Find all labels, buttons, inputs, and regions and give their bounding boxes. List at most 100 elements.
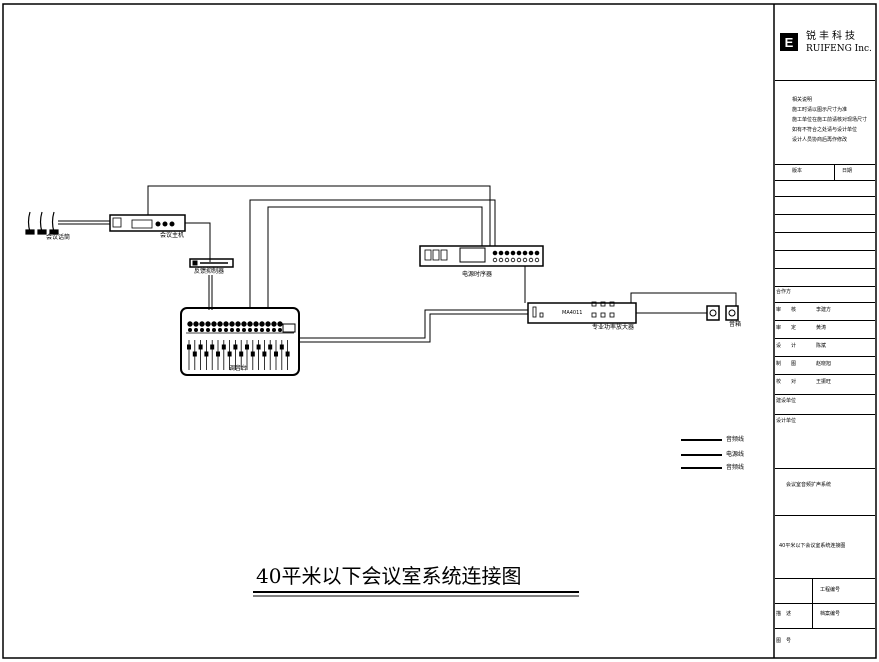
conference-microphones bbox=[25, 211, 59, 235]
mixer-fader-knob bbox=[268, 344, 273, 350]
mixer-knob-icon bbox=[247, 321, 253, 327]
outlet-icon bbox=[534, 250, 540, 256]
power-sequencer-label: 电源时序器 bbox=[462, 271, 493, 278]
rev-header-left: 版本 bbox=[792, 168, 803, 174]
role-label: 校 对 bbox=[776, 379, 797, 385]
tb-rule bbox=[775, 578, 875, 579]
tb-rule bbox=[775, 468, 875, 469]
role-name: 陈斌 bbox=[816, 343, 827, 349]
mixer-knob-icon bbox=[229, 321, 235, 327]
tb-rule bbox=[775, 214, 875, 215]
outlet-icon bbox=[510, 257, 516, 263]
tb-rule bbox=[775, 268, 875, 269]
mixer-knob-icon bbox=[265, 321, 271, 327]
mixer-knob-icon bbox=[259, 321, 265, 327]
tb-rule bbox=[775, 356, 875, 357]
client-label: 建设单位 bbox=[776, 398, 797, 404]
diagram-title: 40平米以下会议室系统连接图 bbox=[256, 564, 522, 588]
tb-rule bbox=[775, 374, 875, 375]
note-line: 如有不符合之处请与设计单位 bbox=[792, 127, 858, 133]
role-label: 设 计 bbox=[776, 343, 797, 349]
role-label: 合作方 bbox=[776, 289, 792, 295]
note-line: 相关说明 bbox=[792, 97, 813, 103]
power-sequencer-device bbox=[419, 245, 544, 267]
mixer-knob-icon bbox=[242, 328, 246, 332]
tb-rule bbox=[775, 286, 875, 287]
outlet-icon bbox=[522, 250, 528, 256]
mixer-knob-icon bbox=[266, 328, 270, 332]
mixer-fader-knob bbox=[274, 351, 278, 357]
mixer-fader-knob bbox=[216, 351, 220, 357]
mixer-fader-knob bbox=[256, 344, 261, 350]
mixer-knob-icon bbox=[241, 321, 247, 327]
outlet-icon bbox=[528, 250, 534, 256]
legend-label: 音频线 bbox=[726, 464, 745, 471]
tb-rule bbox=[775, 80, 875, 81]
archive-label: 档案编号 bbox=[820, 611, 841, 617]
outlet-icon bbox=[528, 257, 534, 263]
outlet-icon bbox=[498, 250, 504, 256]
mixer-knob-icon bbox=[260, 328, 264, 332]
mixer-to-amplifier-cables bbox=[299, 309, 528, 343]
drawing-name: 40平米以下会议室系统连接图 bbox=[779, 543, 846, 549]
mixer-knob-icon bbox=[193, 321, 199, 327]
mixer-to-sequencer-cables bbox=[249, 199, 496, 308]
sheet-label: 图 号 bbox=[776, 638, 792, 644]
host-label: 会议主机 bbox=[160, 232, 185, 239]
outlet-icon bbox=[504, 250, 510, 256]
mixer-fader-knob bbox=[187, 344, 191, 350]
role-name: 黄涛 bbox=[816, 325, 827, 331]
mixer-knob-icon bbox=[278, 328, 282, 332]
amplifier-label: 专业功率放大器 bbox=[592, 324, 635, 331]
design-unit-label: 设计单位 bbox=[776, 418, 797, 424]
note-line: 施工时请以图示尺寸为准 bbox=[792, 107, 848, 113]
mixer-knob-icon bbox=[212, 328, 216, 332]
speakers bbox=[706, 305, 739, 321]
conference-host-device bbox=[109, 214, 186, 232]
title-underline bbox=[253, 591, 579, 597]
feedback-to-mixer-cable bbox=[208, 275, 213, 310]
tb-rule bbox=[775, 320, 875, 321]
mixer-fader-row bbox=[187, 340, 290, 370]
role-label: 审 核 bbox=[776, 307, 797, 313]
mic-to-host-cable bbox=[58, 220, 110, 225]
drawing-no-label: 工程编号 bbox=[820, 587, 841, 593]
tb-rule bbox=[775, 414, 875, 415]
mixer-fader-knob bbox=[239, 351, 244, 357]
tb-vrule bbox=[834, 164, 835, 180]
company-name-cn: 锐丰科技 bbox=[806, 31, 858, 42]
mixer-knob-icon bbox=[271, 321, 277, 327]
logo-glyph: E bbox=[785, 35, 794, 50]
mixer-knob-icon bbox=[277, 321, 283, 327]
mixer-knob-icon bbox=[253, 321, 259, 327]
company-name-en: RUIFENG Inc. bbox=[806, 44, 872, 54]
mixer-fader-knob bbox=[250, 351, 255, 357]
outlet-icon bbox=[504, 257, 510, 263]
speakers-label: 音箱 bbox=[729, 321, 742, 328]
mixer-knob-icon bbox=[272, 328, 276, 332]
outlet-icon bbox=[510, 250, 516, 256]
microphones-label: 会议话筒 bbox=[46, 234, 71, 241]
sheet-border bbox=[2, 3, 877, 659]
outlet-icon bbox=[492, 250, 498, 256]
mixer-fader-knob bbox=[192, 351, 197, 357]
mixer-knob-icon bbox=[230, 328, 234, 332]
note-line: 施工单位在施工前请核对现场尺寸 bbox=[792, 117, 868, 123]
mixer-knob-icon bbox=[194, 328, 198, 332]
feedback-suppressor-label: 反馈抑制器 bbox=[194, 268, 225, 275]
outlet-icon bbox=[492, 257, 498, 263]
outlet-icon bbox=[522, 257, 528, 263]
host-output-cables bbox=[147, 185, 491, 262]
mixer-fader-knob bbox=[233, 344, 238, 350]
tb-rule bbox=[775, 232, 875, 233]
mixer-knob-icon bbox=[223, 321, 229, 327]
feedback-suppressor-device bbox=[189, 258, 234, 268]
mixer-knob-icon bbox=[235, 321, 241, 327]
legend-label: 电源线 bbox=[726, 451, 745, 458]
outlet-icon bbox=[516, 250, 522, 256]
mixer-fader-knob bbox=[210, 344, 215, 350]
mixer-knob-icon bbox=[206, 328, 210, 332]
outlet-icon bbox=[516, 257, 522, 263]
